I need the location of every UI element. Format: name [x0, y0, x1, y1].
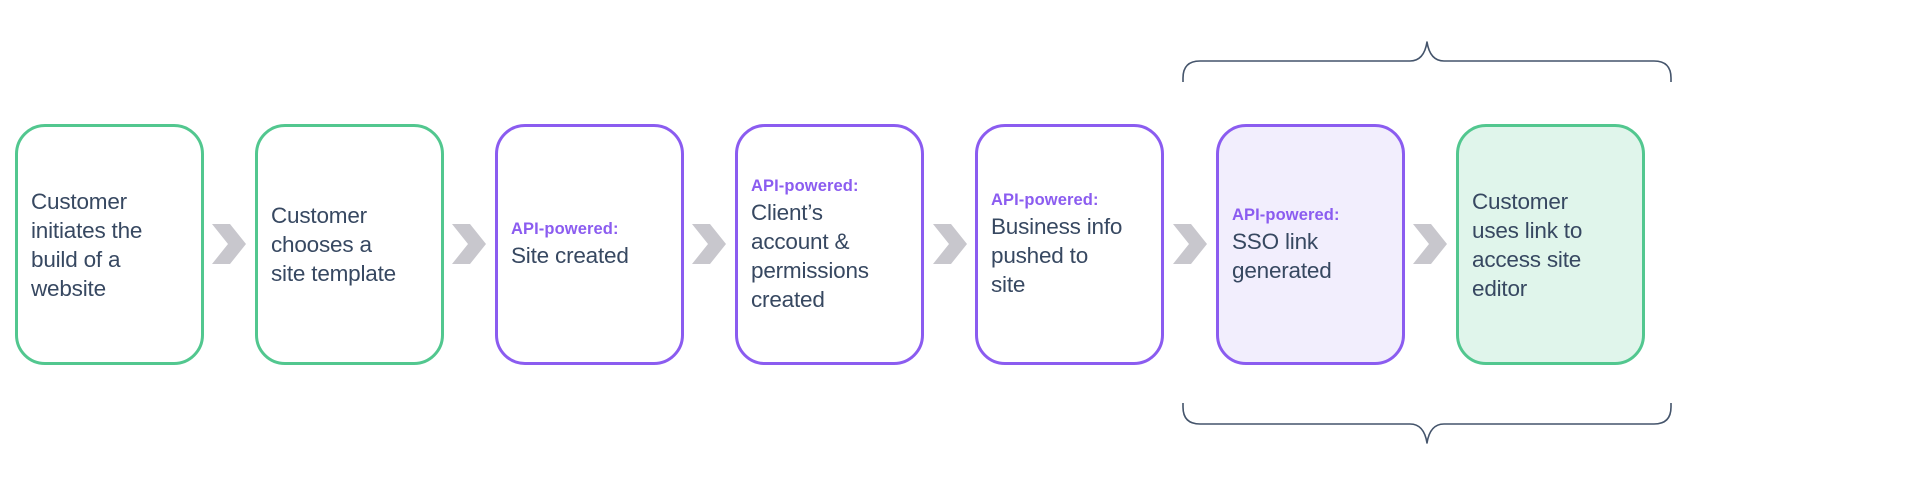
- api-powered-label: API-powered:: [991, 191, 1099, 209]
- chevron-right-icon: [933, 224, 969, 264]
- step-2-text: Customer chooses a site template: [271, 203, 396, 286]
- step-5-business-info-pushed: API-powered: Business info pushed to sit…: [975, 124, 1164, 365]
- api-powered-label: API-powered:: [511, 220, 619, 238]
- step-6-sso-link-generated: API-powered: SSO link generated: [1216, 124, 1405, 365]
- chevron-right-icon: [452, 224, 488, 264]
- step-7-text: Customer uses link to access site editor: [1472, 188, 1583, 301]
- step-7-customer-accesses-editor: Customer uses link to access site editor: [1456, 124, 1645, 365]
- step-2-customer-chooses-template: Customer chooses a site template: [255, 124, 444, 365]
- step-5-text: Business info pushed to site: [991, 214, 1123, 297]
- bottom-brace-icon: [1180, 399, 1674, 447]
- step-1-customer-initiates-build: Customer initiates the build of a websit…: [15, 124, 204, 365]
- step-1-text: Customer initiates the build of a websit…: [31, 188, 143, 301]
- top-brace-icon: [1180, 38, 1674, 86]
- step-3-text: Site created: [511, 243, 629, 268]
- step-3-site-created: API-powered: Site created: [495, 124, 684, 365]
- api-powered-label: API-powered:: [751, 176, 859, 195]
- chevron-right-icon: [1173, 224, 1209, 264]
- step-4-account-permissions-created: API-powered: Client’s account & permissi…: [735, 124, 924, 365]
- step-6-text: SSO link generated: [1232, 228, 1332, 283]
- chevron-right-icon: [1413, 224, 1449, 264]
- chevron-right-icon: [212, 224, 248, 264]
- chevron-right-icon: [692, 224, 728, 264]
- step-4-text: Client’s account & permissions created: [751, 199, 869, 312]
- api-powered-label: API-powered:: [1232, 205, 1340, 224]
